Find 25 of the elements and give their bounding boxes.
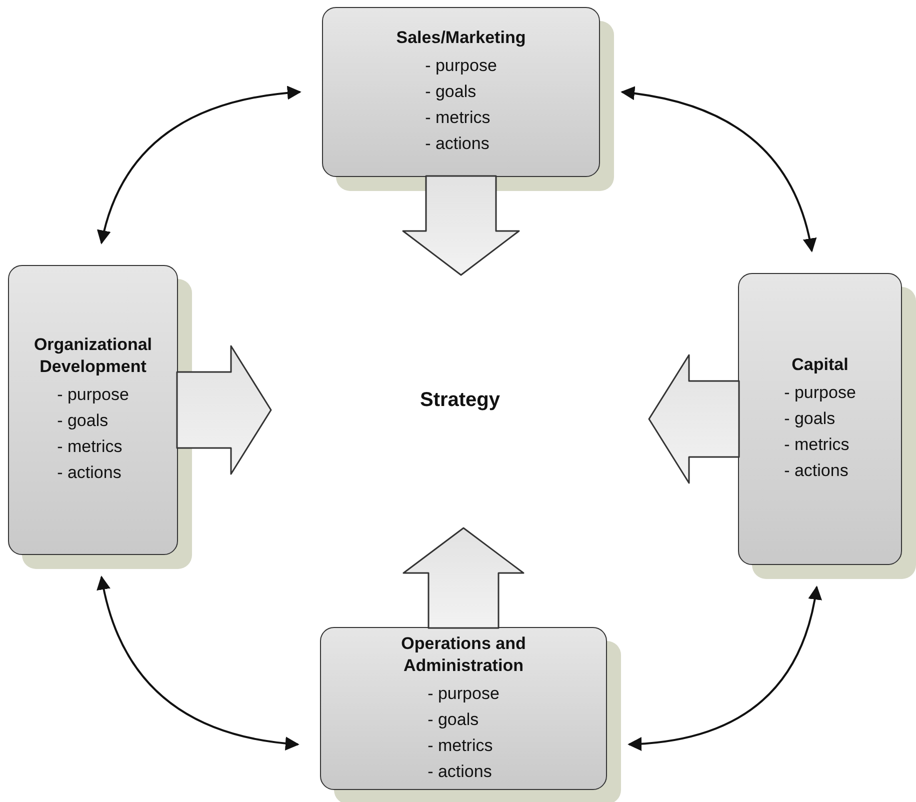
list-item: - actions	[428, 760, 492, 782]
list-item: - metrics	[57, 436, 122, 458]
list-item: - goals	[425, 81, 476, 103]
list-item: - purpose	[784, 382, 856, 404]
list-item: - goals	[57, 410, 108, 432]
list-item: - metrics	[784, 434, 850, 456]
list-item: - actions	[57, 462, 122, 484]
double-arrow	[620, 86, 816, 252]
list-item: - actions	[784, 460, 848, 482]
list-item: - goals	[784, 408, 836, 430]
card-heading: Capital	[792, 354, 848, 376]
list-item: - actions	[425, 133, 490, 155]
double-arrow	[97, 576, 300, 750]
list-item: - purpose	[428, 682, 500, 704]
double-arrow	[628, 586, 822, 751]
card-heading: Operations and Administration	[400, 632, 527, 676]
list-item: - metrics	[428, 734, 493, 756]
card-heading: Organizational Development	[32, 334, 154, 378]
double-arrow	[98, 86, 302, 244]
card-heading: Sales/Marketing	[396, 27, 526, 49]
list-item: - goals	[428, 708, 479, 730]
list-item: - purpose	[57, 384, 129, 406]
list-item: - purpose	[425, 55, 497, 77]
center-label: Strategy	[418, 388, 502, 413]
list-item: - metrics	[425, 107, 490, 129]
